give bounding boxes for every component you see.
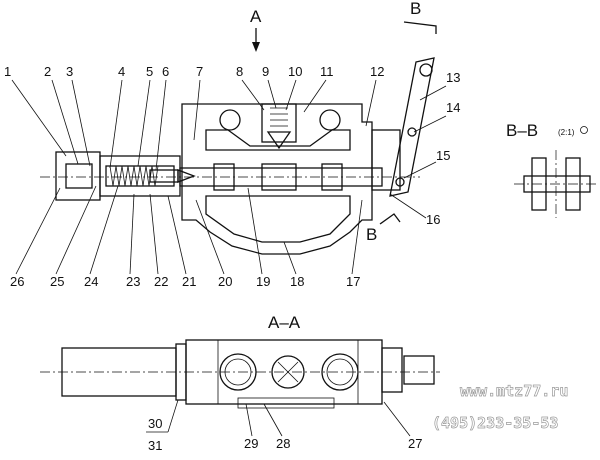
lever-pivot xyxy=(395,177,405,187)
callout-30: 30 xyxy=(148,416,162,431)
upper-channel xyxy=(205,129,351,151)
port-left xyxy=(219,109,241,131)
section-aa-label: A–A xyxy=(268,313,301,332)
bb-side-right xyxy=(565,157,581,211)
callouts: 1 2 3 4 5 6 7 8 9 10 11 12 13 14 15 16 1… xyxy=(4,64,460,289)
section-b-label-bottom: B xyxy=(366,225,377,244)
check-valve-poppet xyxy=(266,131,292,150)
watermark-phone: (495)233-35-53 xyxy=(432,414,558,432)
spool-end-cone xyxy=(177,169,196,183)
callout-16: 16 xyxy=(426,212,440,227)
callout-17: 17 xyxy=(346,274,360,289)
callout-22: 22 xyxy=(154,274,168,289)
callout-9: 9 xyxy=(262,64,269,79)
valve-body xyxy=(181,103,373,255)
callout-20: 20 xyxy=(218,274,232,289)
callout-7: 7 xyxy=(196,64,203,79)
callout-12: 12 xyxy=(370,64,384,79)
callout-10: 10 xyxy=(288,64,302,79)
aa-lever-boss xyxy=(381,347,403,393)
lever-eye xyxy=(419,63,433,77)
callout-2: 2 xyxy=(44,64,51,79)
return-spring xyxy=(109,165,159,187)
watermark-site: www.mtz77.ru xyxy=(460,382,568,400)
callout-6: 6 xyxy=(162,64,169,79)
callout-27: 27 xyxy=(408,436,422,451)
callout-28: 28 xyxy=(276,436,290,451)
callout-15: 15 xyxy=(436,148,450,163)
section-bb-label: B–B xyxy=(506,121,538,140)
spring-housing xyxy=(99,155,181,197)
callout-1: 1 xyxy=(4,64,11,79)
callout-24: 24 xyxy=(84,274,98,289)
check-valve-housing xyxy=(261,103,297,143)
section-bb-view: B–B (2:1) xyxy=(506,121,596,218)
aa-seal-strip xyxy=(237,397,335,409)
section-aa-view: A–A 30 31 29 28 27 xyxy=(40,313,440,453)
callout-11: 11 xyxy=(320,64,334,79)
aa-plug-center xyxy=(271,355,305,389)
section-b-marker-bottom xyxy=(379,213,401,225)
callout-29: 29 xyxy=(244,436,258,451)
check-valve-spring xyxy=(270,107,288,127)
view-a-label: A xyxy=(250,7,262,26)
callout-3: 3 xyxy=(66,64,73,79)
callout-25: 25 xyxy=(50,274,64,289)
callout-19: 19 xyxy=(256,274,270,289)
port-right xyxy=(319,109,341,131)
callout-21: 21 xyxy=(182,274,196,289)
callout-23: 23 xyxy=(126,274,140,289)
callout-8: 8 xyxy=(236,64,243,79)
callout-13: 13 xyxy=(446,70,460,85)
callout-14: 14 xyxy=(446,100,460,115)
main-section-view: A B B xyxy=(40,0,437,255)
callout-18: 18 xyxy=(290,274,304,289)
callout-31: 31 xyxy=(148,438,162,453)
control-lever xyxy=(389,57,435,197)
aa-lever-bracket xyxy=(403,355,435,385)
section-b-label-top: B xyxy=(410,0,421,18)
callout-5: 5 xyxy=(146,64,153,79)
view-a-arrowhead xyxy=(252,42,260,52)
section-bb-scale: (2:1) xyxy=(558,128,575,137)
callout-4: 4 xyxy=(118,64,125,79)
end-cap-bore xyxy=(65,163,93,189)
lower-channel xyxy=(205,195,351,243)
lever-boss xyxy=(371,129,401,191)
lever-pin xyxy=(407,127,417,137)
finish-symbol xyxy=(580,126,588,134)
end-cap xyxy=(55,151,101,201)
callout-26: 26 xyxy=(10,274,24,289)
section-b-marker-top xyxy=(403,21,437,34)
